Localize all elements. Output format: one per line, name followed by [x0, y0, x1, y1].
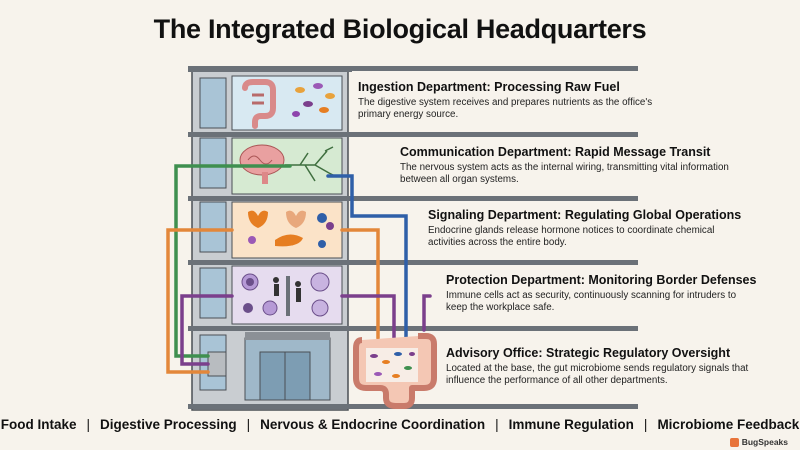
wire-purple	[180, 294, 432, 366]
window-column	[199, 77, 227, 391]
immune-cells-icon	[241, 272, 330, 317]
room-signaling	[231, 201, 343, 259]
footer-separator: |	[86, 417, 91, 432]
communication-heading: Communication Department: Rapid Message …	[400, 145, 711, 159]
wire-green	[174, 164, 292, 358]
gut-microbiome-icon	[353, 333, 437, 409]
protection-heading: Protection Department: Monitoring Border…	[446, 273, 757, 287]
footer-item: Microbiome Feedback	[657, 417, 800, 432]
footer-stages: Food Intake | Digestive Processing | Ner…	[0, 417, 800, 432]
footer-item: Immune Regulation	[508, 417, 634, 432]
logo-text: BugSpeaks	[741, 437, 788, 447]
ingestion-heading: Ingestion Department: Processing Raw Fue…	[358, 80, 620, 94]
signaling-description: Endocrine glands release hormone notices…	[428, 225, 715, 248]
footer-item: Digestive Processing	[100, 417, 237, 432]
advisory-heading: Advisory Office: Strategic Regulatory Ov…	[446, 346, 731, 360]
brand-logo: BugSpeaks	[729, 437, 788, 447]
footer-item: Nervous & Endocrine Coordination	[260, 417, 486, 432]
endocrine-glands-icon	[248, 210, 334, 248]
logo-icon	[729, 437, 739, 447]
floor-slabs	[188, 66, 638, 409]
footer-separator: |	[643, 417, 648, 432]
diagram-title: The Integrated Biological Headquarters	[153, 14, 647, 44]
footer-item: Food Intake	[0, 417, 77, 432]
wire-blue	[326, 174, 408, 340]
advisory-description: Located at the base, the gut microbiome …	[446, 363, 749, 386]
intestine-icon	[242, 79, 276, 129]
footer-separator: |	[495, 417, 499, 432]
nutrient-pills-icon	[292, 83, 335, 117]
ingestion-description: The digestive system receives and prepar…	[358, 97, 653, 120]
communication-description: The nervous system acts as the internal …	[400, 162, 729, 185]
signaling-heading: Signaling Department: Regulating Global …	[428, 208, 742, 222]
wire-orange	[166, 228, 380, 374]
neuron-icon	[285, 146, 338, 182]
protection-description: Immune cells act as security, continuous…	[446, 290, 737, 313]
junction-box	[207, 351, 227, 377]
footer-separator: |	[246, 417, 251, 432]
